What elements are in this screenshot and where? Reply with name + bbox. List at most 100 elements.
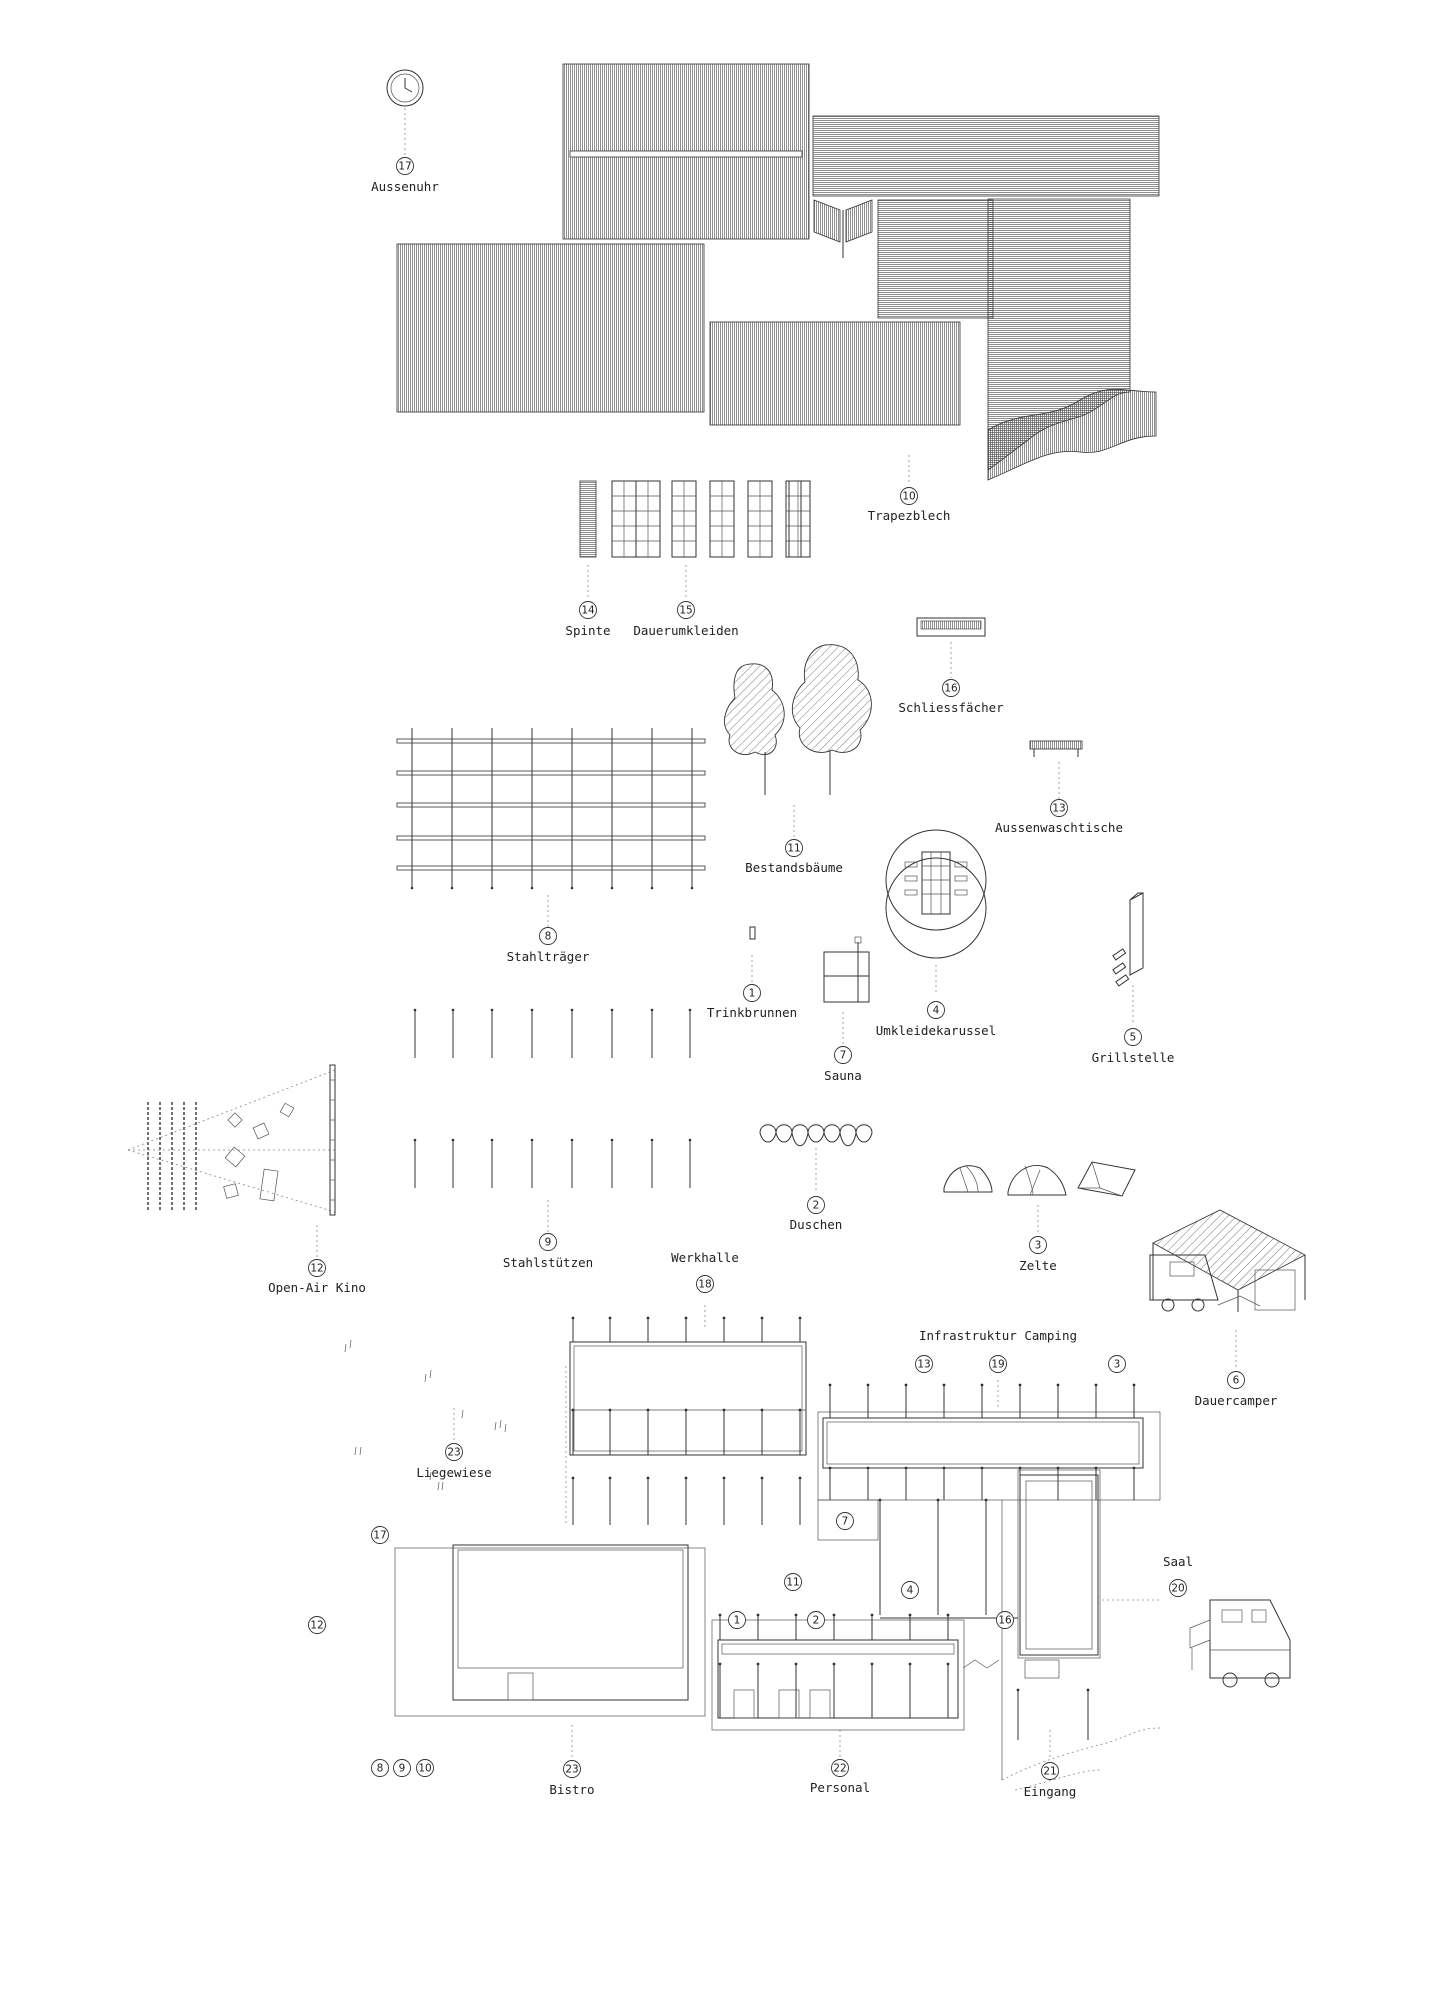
aussenuhr-number: 17 [396, 157, 414, 175]
liegewiese-grass [344, 1339, 507, 1491]
svg-text:18: 18 [698, 1279, 711, 1291]
clock-icon [386, 69, 424, 107]
aussenwaschtische-number: 13 [1050, 799, 1068, 817]
spinte-group [579, 480, 597, 600]
infrastruktur-number-19: 19 [989, 1355, 1007, 1373]
bistro-number: 23 [563, 1760, 581, 1778]
dauercamper-group [1149, 1209, 1306, 1370]
svg-text:9: 9 [545, 1237, 552, 1249]
personal-label: Personal [810, 1780, 870, 1795]
eingang-number: 21 [1041, 1762, 1059, 1780]
svg-text:1: 1 [734, 1615, 741, 1627]
grillstelle-label: Grillstelle [1092, 1050, 1175, 1065]
schliessfaecher-label: Schliessfächer [898, 700, 1004, 715]
umkleidekarussel-label: Umkleidekarussel [876, 1023, 996, 1038]
aussenwaschtische-group [1029, 740, 1083, 800]
svg-text:16: 16 [998, 1615, 1012, 1627]
svg-text:3: 3 [1114, 1359, 1121, 1371]
schliessfaecher-group [916, 617, 986, 678]
svg-text:19: 19 [991, 1359, 1004, 1371]
svg-text:8: 8 [545, 931, 552, 943]
svg-text:4: 4 [907, 1585, 914, 1597]
plan-marker-1-5: 1 [728, 1611, 746, 1629]
plan-marker-10-10: 10 [416, 1759, 434, 1777]
saal-label: Saal [1163, 1554, 1193, 1569]
svg-text:16: 16 [944, 683, 958, 695]
plan-marker-9-9: 9 [393, 1759, 411, 1777]
svg-text:12: 12 [310, 1263, 323, 1275]
svg-text:13: 13 [917, 1359, 930, 1371]
bestandsbaeume-label: Bestandsbäume [745, 860, 843, 875]
svg-text:15: 15 [679, 605, 692, 617]
trinkbrunnen-number: 1 [743, 984, 761, 1002]
svg-text:10: 10 [902, 491, 915, 503]
svg-text:8: 8 [377, 1763, 384, 1775]
saal-number: 20 [1169, 1579, 1187, 1597]
infrastruktur-camping-label: Infrastruktur Camping [919, 1328, 1077, 1343]
svg-text:20: 20 [1171, 1583, 1184, 1595]
svg-text:4: 4 [933, 1005, 940, 1017]
grillstelle-number: 5 [1124, 1028, 1142, 1046]
sauna-number: 7 [834, 1046, 852, 1064]
bestandsbaeume-number: 11 [785, 839, 803, 857]
eingang-label: Eingang [1024, 1784, 1077, 1799]
werkhalle-number: 18 [696, 1275, 714, 1293]
dauerumkleiden-number: 15 [677, 601, 695, 619]
duschen-group [759, 1124, 873, 1190]
dauercamper-number: 6 [1227, 1371, 1245, 1389]
plan-marker-7-2: 7 [836, 1512, 854, 1530]
umkleidekarussel-number: 4 [927, 1001, 945, 1019]
open-air-kino-number: 12 [308, 1259, 326, 1277]
svg-text:11: 11 [786, 1577, 799, 1589]
zelte-group [943, 1161, 1136, 1235]
saal-camper [1189, 1599, 1291, 1688]
svg-text:14: 14 [581, 605, 595, 617]
svg-text:17: 17 [398, 161, 411, 173]
plan-marker-4-4: 4 [901, 1581, 919, 1599]
open-air-kino-label: Open-Air Kino [268, 1280, 366, 1295]
svg-text:23: 23 [565, 1764, 578, 1776]
liegewiese-number: 23 [445, 1443, 463, 1461]
trapezblech-panels [396, 63, 1160, 485]
plan-marker-12-1: 12 [308, 1616, 326, 1634]
svg-text:3: 3 [1035, 1240, 1042, 1252]
spinte-number: 14 [579, 601, 597, 619]
schliessfaecher-number: 16 [942, 679, 960, 697]
sauna-label: Sauna [824, 1068, 862, 1083]
svg-text:11: 11 [787, 843, 800, 855]
svg-text:5: 5 [1130, 1032, 1137, 1044]
trapezblech-number: 10 [900, 487, 918, 505]
dauerumkleiden-label: Dauerumkleiden [633, 623, 738, 638]
plan-marker-11-3: 11 [784, 1573, 802, 1591]
infrastruktur-number-3: 3 [1108, 1355, 1126, 1373]
werkhalle-label: Werkhalle [671, 1250, 739, 1265]
bestandsbaeume-group [724, 644, 872, 840]
sauna-group [823, 936, 870, 1045]
stahlstuetzen-label: Stahlstützen [503, 1255, 593, 1270]
duschen-label: Duschen [790, 1217, 843, 1232]
svg-text:23: 23 [447, 1447, 460, 1459]
stahlstuetzen-number: 9 [539, 1233, 557, 1251]
svg-text:2: 2 [813, 1200, 820, 1212]
svg-text:2: 2 [813, 1615, 820, 1627]
zelte-label: Zelte [1019, 1258, 1057, 1273]
trinkbrunnen-label: Trinkbrunnen [707, 1005, 797, 1020]
svg-text:7: 7 [842, 1516, 849, 1528]
stahltraeger-label: Stahlträger [507, 949, 590, 964]
svg-text:1: 1 [749, 988, 756, 1000]
svg-text:21: 21 [1043, 1766, 1056, 1778]
infrastruktur-number-13: 13 [915, 1355, 933, 1373]
duschen-number: 2 [807, 1196, 825, 1214]
liegewiese-label: Liegewiese [416, 1465, 491, 1480]
plan-marker-17-0: 17 [371, 1526, 389, 1544]
personal-number: 22 [831, 1759, 849, 1777]
spinte-label: Spinte [565, 623, 610, 638]
plan-marker-8-8: 8 [371, 1759, 389, 1777]
svg-text:9: 9 [399, 1763, 406, 1775]
trinkbrunnen-group [749, 926, 756, 985]
svg-text:17: 17 [373, 1530, 386, 1542]
stahltraeger-number: 8 [539, 927, 557, 945]
bistro-label: Bistro [549, 1782, 594, 1797]
svg-text:13: 13 [1052, 803, 1065, 815]
